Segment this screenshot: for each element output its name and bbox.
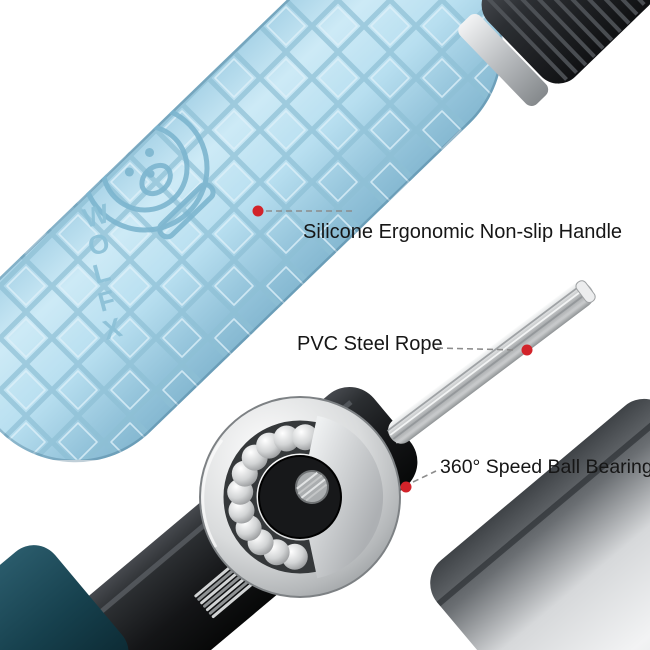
callout-handle: Silicone Ergonomic Non-slip Handle xyxy=(252,205,622,243)
callout-dot xyxy=(252,205,264,217)
callout-dot xyxy=(521,344,533,356)
bearing-face-cover xyxy=(306,415,384,579)
callout-label-handle: Silicone Ergonomic Non-slip Handle xyxy=(303,221,622,243)
callout-label-bearing: 360° Speed Ball Bearing xyxy=(440,456,650,478)
handle-end-cap xyxy=(458,0,650,106)
brand-letter: F xyxy=(95,285,119,318)
ball-bearing xyxy=(199,396,401,598)
callout-rope: PVC Steel Rope xyxy=(297,333,533,356)
callout-leader-line xyxy=(436,347,518,351)
callout-bearing: 360° Speed Ball Bearing xyxy=(400,456,650,493)
second-handle xyxy=(430,398,650,650)
metal-collar xyxy=(458,14,549,106)
brand-letter: L xyxy=(90,257,114,290)
rope-cross-section xyxy=(295,470,329,504)
bearing-balls xyxy=(227,424,319,570)
steel-rope xyxy=(386,280,596,444)
callout-leader-line xyxy=(412,470,437,483)
callout-label-rope: PVC Steel Rope xyxy=(297,333,443,355)
callout-dot xyxy=(400,481,412,493)
handle-butt-cap xyxy=(0,545,129,650)
